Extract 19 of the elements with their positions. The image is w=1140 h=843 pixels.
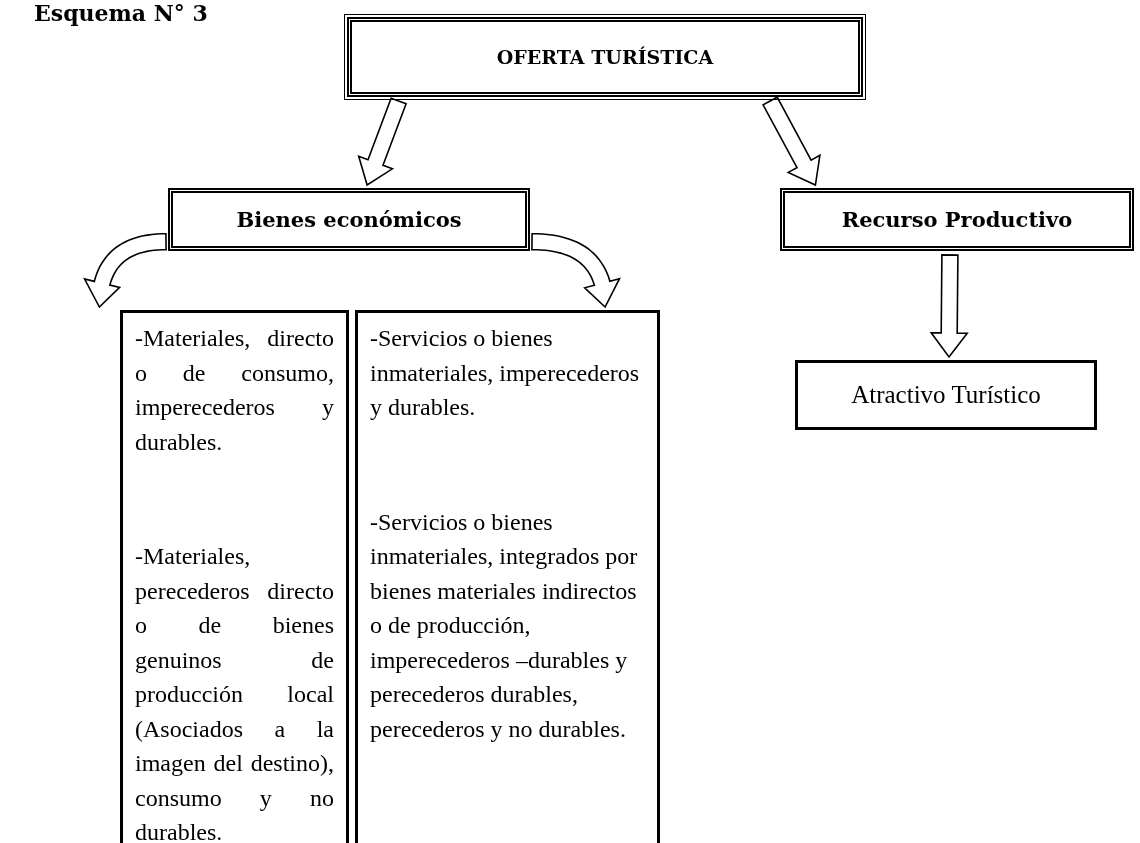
description-text: -Servicios o bienes inmateriales, integrados por bienes materiales indirectos o de producción, imperecederos –durables y perecederos durables, perecederos y no durables.	[370, 507, 639, 744]
category-box	[780, 188, 1134, 251]
node-label: Recurso Productivo	[841, 207, 1073, 232]
node-label: OFERTA TURÍSTICA	[496, 46, 714, 68]
block-arrow	[762, 96, 821, 187]
block-arrow	[531, 232, 621, 309]
description-text: -Servicios o bienes inmateriales, imperecederos y durables.	[370, 324, 641, 422]
title-box	[347, 17, 863, 97]
description-column	[355, 310, 660, 843]
node-label: Atractivo Turístico	[851, 381, 1041, 409]
block-arrow	[929, 254, 969, 359]
diagram-title: Esquema N° 3	[34, 0, 208, 26]
description-text: -Materiales, perecederos directo o de bienes genuinos de producción local (Asociados a la imagen del destino), consumo y no durables.	[135, 542, 334, 843]
node-label: Bienes económicos	[236, 207, 462, 232]
description-column	[120, 310, 349, 843]
category-box	[168, 188, 530, 251]
result-box	[795, 360, 1097, 430]
block-arrow	[357, 97, 408, 187]
description-text: -Materiales, directo o de consumo, imperecederos y durables.	[135, 324, 334, 457]
